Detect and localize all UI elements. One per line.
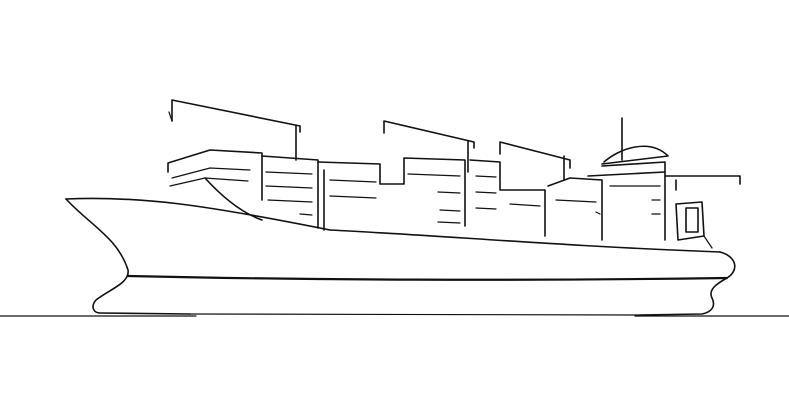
stack-4-row-c — [475, 207, 497, 210]
deckhouse-window — [685, 207, 699, 233]
stack-2-row-d — [299, 213, 313, 216]
stack-1-side — [204, 177, 263, 221]
stack-4-row-b — [475, 191, 497, 194]
funnel — [601, 145, 669, 165]
crane-mid — [383, 120, 475, 173]
crane-fore-boom — [171, 99, 301, 133]
stack-5-row-a — [555, 199, 597, 203]
deck-line-aft — [329, 229, 721, 253]
stack-3-outline — [317, 157, 466, 227]
stack-4-row-d — [509, 203, 541, 207]
stack-3-row-e — [439, 209, 461, 212]
container-stack-3 — [317, 157, 466, 227]
stack-1-top — [167, 149, 263, 201]
crane-aft — [499, 141, 571, 181]
stack-3-row-c — [407, 173, 461, 177]
stack-3-row-b — [329, 195, 377, 199]
bridge-wing — [664, 175, 741, 185]
container-stack-4 — [469, 159, 546, 237]
deck-line-fore — [65, 197, 331, 231]
bridge-deck-line — [587, 171, 666, 177]
stack-5-row-b — [595, 211, 601, 215]
stack-2-outline — [261, 155, 319, 229]
stack-4-row-a — [475, 175, 497, 178]
keel-line — [189, 313, 641, 316]
stack-5-outline — [547, 177, 603, 241]
hull — [65, 197, 736, 316]
crane-fore — [168, 99, 301, 161]
crane-mid-boom — [383, 120, 475, 149]
aft-deckhouse — [675, 201, 713, 249]
stern-outline — [639, 251, 736, 316]
deckhouse-rail — [703, 235, 713, 249]
bridge-block — [601, 161, 666, 241]
container-stack-5 — [547, 177, 603, 241]
bow-outline — [65, 198, 191, 315]
stack-2-row-a — [265, 171, 313, 175]
stack-3-row-d — [437, 191, 461, 194]
hull-stripe — [126, 274, 729, 281]
container-stack-1 — [167, 149, 263, 221]
crane-fore-hook — [168, 111, 173, 122]
stack-4-outline — [469, 159, 546, 237]
bridge — [587, 117, 741, 241]
stack-1-row-a — [171, 167, 251, 179]
stack-3-row-a — [329, 179, 377, 183]
crane-aft-boom — [499, 141, 571, 169]
stack-2-row-c — [267, 199, 313, 203]
container-stack-2 — [261, 155, 325, 231]
stack-3-row-f — [437, 221, 461, 224]
stack-2-row-b — [265, 185, 313, 189]
